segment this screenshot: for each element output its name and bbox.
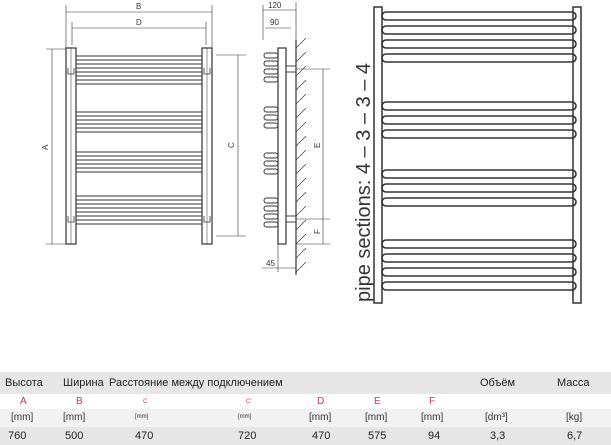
spec-letter-row: A B C C' D E F (0, 394, 611, 409)
unit-f: [mm] (421, 412, 444, 423)
value-mass: 6,7 (567, 430, 583, 442)
letter-c: C (143, 399, 148, 405)
unit-mass: [kg] (566, 412, 583, 423)
letter-f: F (429, 396, 436, 407)
value-e: 575 (368, 430, 387, 442)
unit-c: [mm] (135, 414, 149, 420)
value-b: 500 (65, 430, 84, 442)
header-height: Высота (5, 377, 43, 389)
spec-unit-row: [mm] [mm] [mm] [mm] [mm] [mm] [mm] [dm³]… (0, 409, 611, 427)
dim-label-d: D (136, 18, 142, 27)
letter-c-prime: C' (246, 399, 252, 405)
unit-c-prime: [mm] (238, 414, 252, 420)
dim-label-45: 45 (266, 259, 275, 268)
dim-label-120: 120 (268, 1, 282, 10)
spec-table: Высота Ширина Расстояние между подключен… (0, 372, 611, 445)
value-c: 470 (135, 430, 154, 442)
header-width: Ширина (63, 377, 104, 389)
letter-d: D (317, 396, 325, 407)
unit-volume: [dm³] (485, 412, 508, 423)
dim-label-f: F (313, 229, 322, 234)
letter-e: E (374, 396, 381, 407)
header-volume: Объём (480, 377, 516, 389)
value-c-prime: 720 (238, 430, 257, 442)
letter-b: B (76, 396, 83, 407)
spec-header-row: Высота Ширина Расстояние между подключен… (0, 372, 611, 394)
spec-value-row: 760 500 470 720 470 575 94 3,3 6,7 (0, 427, 611, 445)
value-a: 760 (8, 430, 27, 442)
dim-label-c: C (227, 142, 236, 148)
unit-b: [mm] (63, 412, 86, 423)
header-mass: Масса (557, 377, 590, 389)
drawing-canvas: B D A C 120 90 E F 45 pipe sections: 4 –… (41, 1, 582, 304)
unit-d: [mm] (309, 412, 332, 423)
technical-drawing: B D A C 120 90 E F 45 pipe sections: 4 –… (41, 1, 582, 304)
dim-label-e: E (313, 143, 322, 148)
value-volume: 3,3 (490, 430, 506, 442)
value-f: 94 (428, 430, 441, 442)
pipe-sections-label: pipe sections: 4 – 3 – 3 – 4 (353, 63, 375, 302)
dim-label-a: A (41, 144, 50, 150)
dim-label-90: 90 (270, 18, 279, 27)
unit-e: [mm] (365, 412, 388, 423)
value-d: 470 (312, 430, 331, 442)
unit-a: [mm] (11, 412, 34, 423)
header-distance: Расстояние между подключением (109, 377, 283, 389)
dim-label-b: B (136, 2, 141, 11)
letter-a: A (20, 396, 27, 407)
